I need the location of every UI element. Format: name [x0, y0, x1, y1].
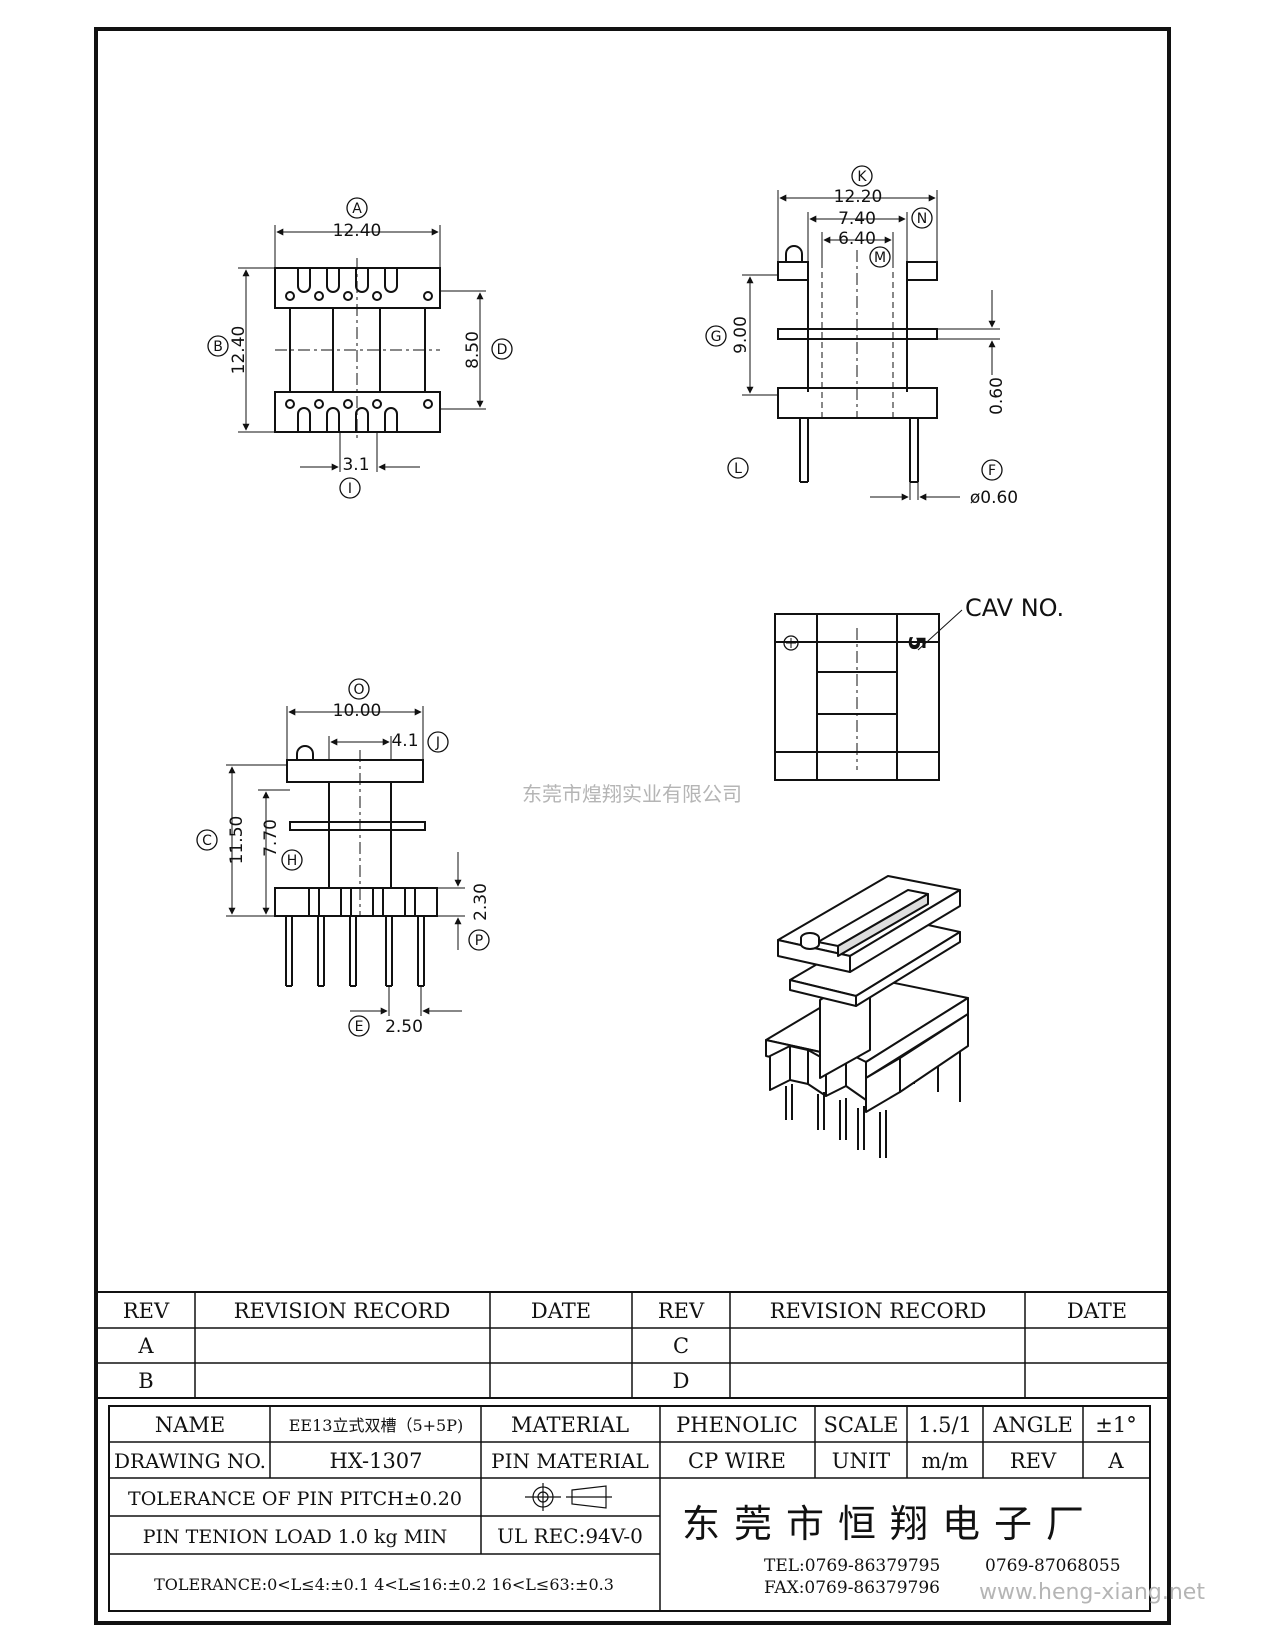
- dim-front-pitch: 2.50: [385, 1017, 423, 1037]
- marker-m: M: [874, 250, 886, 266]
- front-view: [226, 706, 465, 1016]
- rev-c: C: [673, 1334, 689, 1358]
- rev-d: D: [673, 1369, 690, 1393]
- rev-header-1: REV: [123, 1299, 170, 1323]
- date-header-2: DATE: [1067, 1299, 1127, 1323]
- scale-label: SCALE: [824, 1413, 899, 1437]
- marker-o: O: [353, 682, 364, 698]
- pin-material-value: CP WIRE: [688, 1449, 786, 1473]
- title-block-text: NAME EE13立式双槽（5+5P) MATERIAL PHENOLIC SC…: [114, 1413, 1137, 1598]
- rev-a: A: [137, 1334, 154, 1358]
- dim-top-inner: 8.50: [463, 331, 483, 369]
- isometric-view: [765, 875, 969, 1158]
- dim-top-height: 12.40: [229, 326, 249, 375]
- dim-front-base: 2.30: [471, 883, 491, 921]
- dim-top-width: 12.40: [333, 221, 382, 241]
- rev-label: REV: [1010, 1449, 1057, 1473]
- title-block: [108, 1405, 1151, 1612]
- drawing-no-label: DRAWING NO.: [114, 1449, 266, 1473]
- front-pins: [285, 916, 425, 987]
- sheet-border: [94, 27, 1171, 1625]
- dim-side-height: 9.00: [731, 316, 751, 354]
- ul-rec: UL REC:94V-0: [497, 1524, 643, 1548]
- rev-value: A: [1107, 1449, 1124, 1473]
- marker-b: B: [213, 339, 223, 355]
- watermark-url: www.heng-xiang.net: [979, 1580, 1205, 1605]
- marker-n: N: [917, 211, 927, 227]
- marker-g: G: [711, 329, 722, 345]
- marker-f: F: [988, 463, 996, 479]
- angle-label: ANGLE: [992, 1413, 1073, 1437]
- drawing-no-value: HX-1307: [329, 1449, 422, 1473]
- name-value: EE13立式双槽（5+5P): [289, 1416, 464, 1435]
- dim-top-pitch: 3.1: [342, 455, 369, 475]
- rev-b: B: [138, 1369, 153, 1393]
- revision-table-text: REV REVISION RECORD DATE REV REVISION RE…: [123, 1299, 1127, 1393]
- angle-value: ±1°: [1095, 1413, 1136, 1437]
- dim-side-inner: 6.40: [838, 229, 876, 249]
- dim-front-inner: 4.1: [391, 731, 418, 751]
- tolerance-general: TOLERANCE:0<L≤4:±0.1 4<L≤16:±0.2 16<L≤63…: [154, 1575, 614, 1594]
- material-value: PHENOLIC: [676, 1413, 798, 1437]
- top-view: [238, 225, 486, 472]
- unit-value: m/m: [922, 1449, 969, 1473]
- company-fax: FAX:0769-86379796: [764, 1578, 940, 1598]
- company-tel: TEL:0769-86379795: [764, 1556, 940, 1576]
- company-name: 东莞市恒翔电子厂: [682, 1502, 1098, 1546]
- date-header-1: DATE: [531, 1299, 591, 1323]
- material-label: MATERIAL: [511, 1413, 629, 1437]
- projection-symbol-icon: [525, 1483, 612, 1511]
- tolerance-pitch: TOLERANCE OF PIN PITCH±0.20: [128, 1488, 462, 1510]
- pin-material-label: PIN MATERIAL: [491, 1449, 649, 1473]
- marker-l: L: [734, 461, 742, 477]
- dim-front-total: 11.50: [227, 816, 247, 865]
- marker-c: C: [202, 833, 212, 849]
- rev-header-2: REV: [658, 1299, 705, 1323]
- dim-side-mid: 7.40: [838, 209, 876, 229]
- marker-k: K: [857, 169, 867, 185]
- cav-number: 5: [903, 635, 928, 650]
- name-label: NAME: [155, 1413, 225, 1437]
- side-view: [742, 190, 1000, 501]
- marker-d: D: [497, 342, 508, 358]
- pin-tenion: PIN TENION LOAD 1.0 kg MIN: [143, 1526, 448, 1548]
- revision-table: [95, 1291, 1170, 1399]
- cav-label: CAV NO.: [965, 594, 1064, 622]
- marker-j: J: [435, 735, 440, 751]
- marker-p: P: [475, 933, 483, 949]
- scale-value: 1.5/1: [918, 1413, 972, 1437]
- record-header-2: REVISION RECORD: [770, 1299, 987, 1323]
- unit-label: UNIT: [832, 1449, 890, 1473]
- dim-side-width: 12.20: [834, 187, 883, 207]
- record-header-1: REVISION RECORD: [234, 1299, 451, 1323]
- dim-side-flange: 0.60: [987, 377, 1007, 415]
- marker-i: I: [348, 481, 352, 497]
- dim-front-width: 10.00: [333, 701, 382, 721]
- watermark-company: 东莞市煌翔实业有限公司: [522, 782, 742, 806]
- marker-e: E: [355, 1019, 364, 1035]
- dim-front-mid: 7.70: [261, 819, 281, 857]
- company-tel2: 0769-87068055: [985, 1556, 1121, 1576]
- marker-a: A: [352, 201, 362, 217]
- dim-pin-dia: ø0.60: [970, 488, 1018, 508]
- top-view-labels: A 12.40 B 12.40 8.50 D 3.1 I: [207, 197, 513, 499]
- side-view-labels: K 12.20 7.40 N 6.40 M G 9.00 0.60 L F ø0…: [705, 165, 1018, 508]
- marker-h: H: [287, 853, 298, 869]
- front-view-labels: O 10.00 4.1 J C 11.50 7.70 H 2.30 P E 2.…: [196, 678, 491, 1037]
- cav-view: [774, 609, 963, 781]
